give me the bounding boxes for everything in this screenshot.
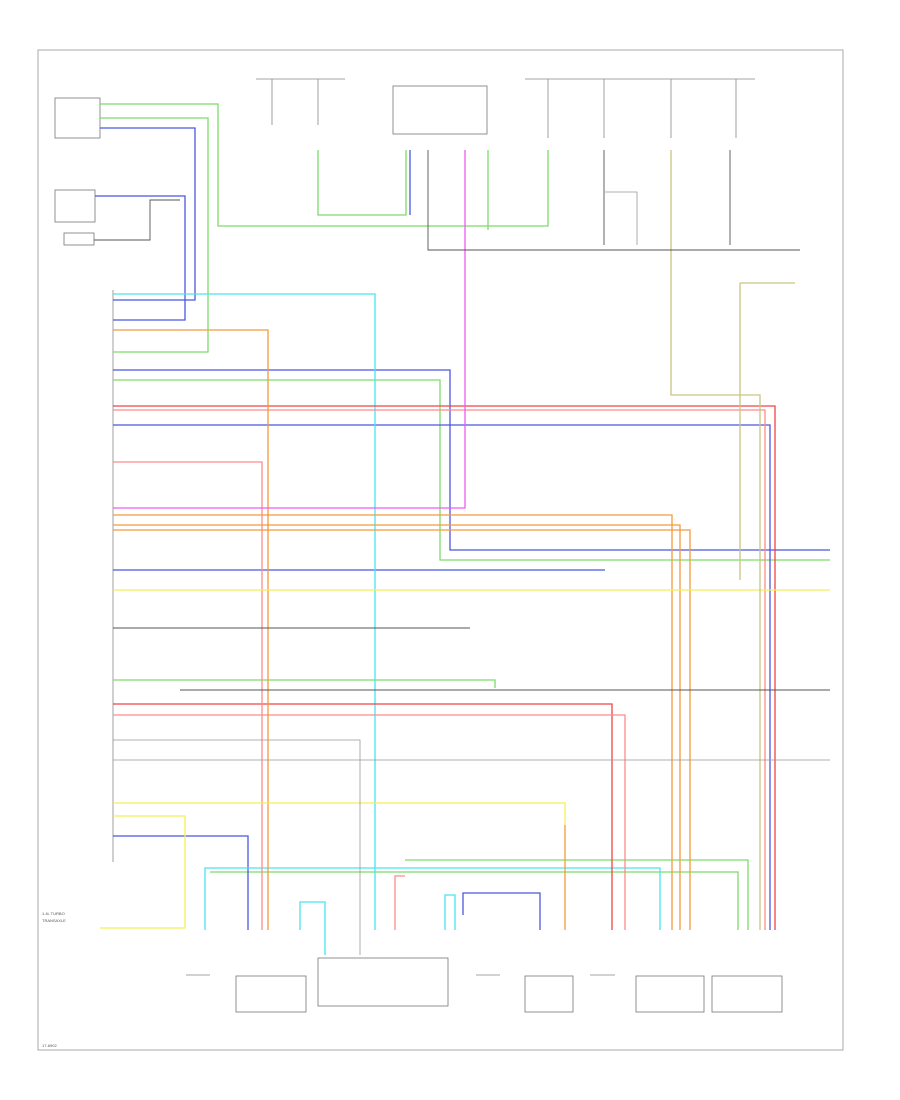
fuse-group-top-left xyxy=(256,78,345,125)
wire-cyan-1 xyxy=(113,293,376,930)
component-module-d xyxy=(711,975,783,1013)
wire-yellow-2 xyxy=(113,802,566,825)
wire-green-3 xyxy=(317,150,407,216)
component-top-left-1 xyxy=(54,97,101,139)
wire-orange-3 xyxy=(113,529,691,930)
diagram-frame xyxy=(37,49,844,1051)
wire-yellow-3 xyxy=(100,815,186,929)
wire-pink-4 xyxy=(394,875,405,930)
wire-green-4 xyxy=(113,379,830,561)
wires xyxy=(94,103,830,955)
wire-orange-1 xyxy=(113,329,269,930)
wire-green-5 xyxy=(113,679,496,688)
wire-cyan-4 xyxy=(444,894,456,930)
footnote-line1: 1.4L TURBO xyxy=(42,911,65,916)
wire-green-1 xyxy=(100,103,549,227)
wire-blue-1 xyxy=(100,127,196,301)
wire-blue-6 xyxy=(113,835,249,930)
wire-green-8 xyxy=(210,871,739,930)
wire-red-1 xyxy=(113,405,776,930)
wire-blue-4 xyxy=(113,424,771,930)
wire-olive-2 xyxy=(739,282,795,580)
wire-red-2 xyxy=(113,703,613,930)
component-module-c xyxy=(635,975,705,1013)
wire-blue-3 xyxy=(113,369,830,551)
footnote-line2: TRANSAXLE xyxy=(42,918,66,923)
wire-gray-1 xyxy=(427,150,800,251)
wire-gray-7 xyxy=(113,739,361,955)
wire-orange-2 xyxy=(113,524,681,930)
wire-gray-9 xyxy=(605,191,638,245)
wire-magenta-1 xyxy=(113,150,466,509)
component-control-module-a xyxy=(235,975,307,1013)
bottom-components xyxy=(235,957,783,1013)
wire-cyan-2 xyxy=(204,867,661,930)
wire-green-6 xyxy=(405,859,749,930)
footer-code: 17-6902 xyxy=(42,1043,57,1048)
wire-blue-7 xyxy=(462,892,541,930)
wire-pink-1 xyxy=(113,461,263,930)
wire-gray-6 xyxy=(94,199,180,241)
wire-orange-4 xyxy=(113,514,673,930)
component-top-left-2 xyxy=(54,189,96,223)
ignition-relay-box xyxy=(392,85,488,135)
wire-cyan-3 xyxy=(299,901,326,955)
wire-blue-2 xyxy=(95,195,186,321)
wire-olive-1 xyxy=(670,150,761,930)
relay-small xyxy=(63,232,95,246)
wire-pink-3 xyxy=(113,409,766,930)
component-module-b xyxy=(524,975,574,1013)
fuse-group-top-right xyxy=(525,78,755,138)
wire-green-2 xyxy=(100,117,209,353)
component-junction-block xyxy=(317,957,449,1007)
wire-pink-2 xyxy=(113,714,626,930)
